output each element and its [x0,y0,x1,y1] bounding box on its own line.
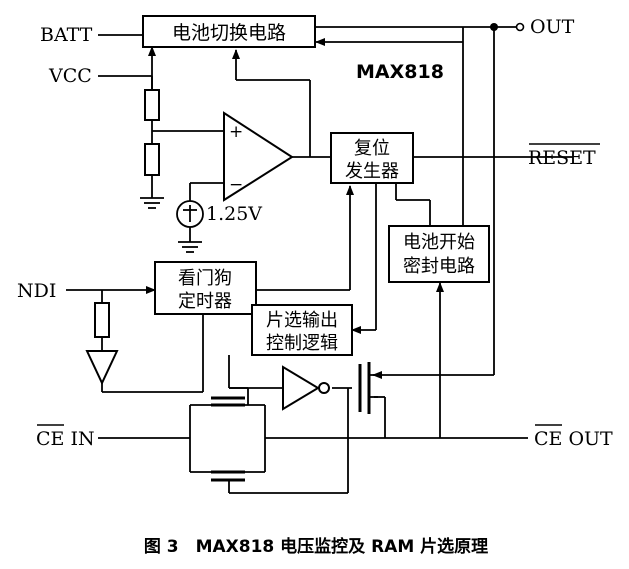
buffer-icon [85,350,119,386]
inverter-icon [282,365,330,411]
chip-select-line2: 控制逻辑 [266,333,338,354]
chip-label: MAX818 [356,61,444,83]
pin-batt: BATT [40,24,93,46]
battery-seal-line2: 密封电路 [403,256,475,277]
pin-reset: RESET [528,147,596,169]
reference-voltage-label: 1.25V [206,203,262,225]
watchdog-line2: 定时器 [178,291,232,312]
battery-seal-line1: 电池开始 [403,232,475,253]
voltage-reference-icon [176,200,204,228]
resistor-ndi [94,302,110,338]
ground-icon [178,241,202,253]
battery-switch-label: 电池切换电路 [172,22,286,44]
resistor-top [144,89,160,121]
battery-seal-block [388,225,490,283]
comparator-minus: − [229,175,243,195]
reset-generator-line1: 复位 [354,138,390,159]
pmos-transistor-icon [358,362,378,414]
battery-switch-block [142,15,316,48]
reset-generator-block [330,132,414,184]
watchdog-timer-block [154,261,257,315]
chip-select-logic-block [251,304,353,356]
comparator-plus: + [229,122,243,142]
chip-select-line1: 片选输出 [266,310,338,331]
resistor-bottom [144,143,160,176]
junction-dots [490,22,525,32]
ground-icon [140,197,164,209]
pin-ce-in-suffix: IN [64,428,94,450]
pin-ndi: NDI [17,280,56,302]
figure-caption: 图 3 MAX818 电压监控及 RAM 片选原理 [144,536,488,557]
transmission-gate-icon [211,396,245,482]
pin-vcc: VCC [48,65,92,87]
pin-ce-out-suffix: OUT [562,428,613,450]
pin-out: OUT [530,16,575,38]
comparator-icon [223,111,294,202]
watchdog-line1: 看门狗 [178,268,232,289]
pin-ce-in: CE IN [36,428,95,450]
reset-generator-line2: 发生器 [345,161,399,182]
pin-ce-out: CE OUT [534,428,613,450]
pin-ce-out-bar: CE [534,428,562,450]
wires [66,26,573,494]
pin-ce-in-bar: CE [36,428,64,450]
